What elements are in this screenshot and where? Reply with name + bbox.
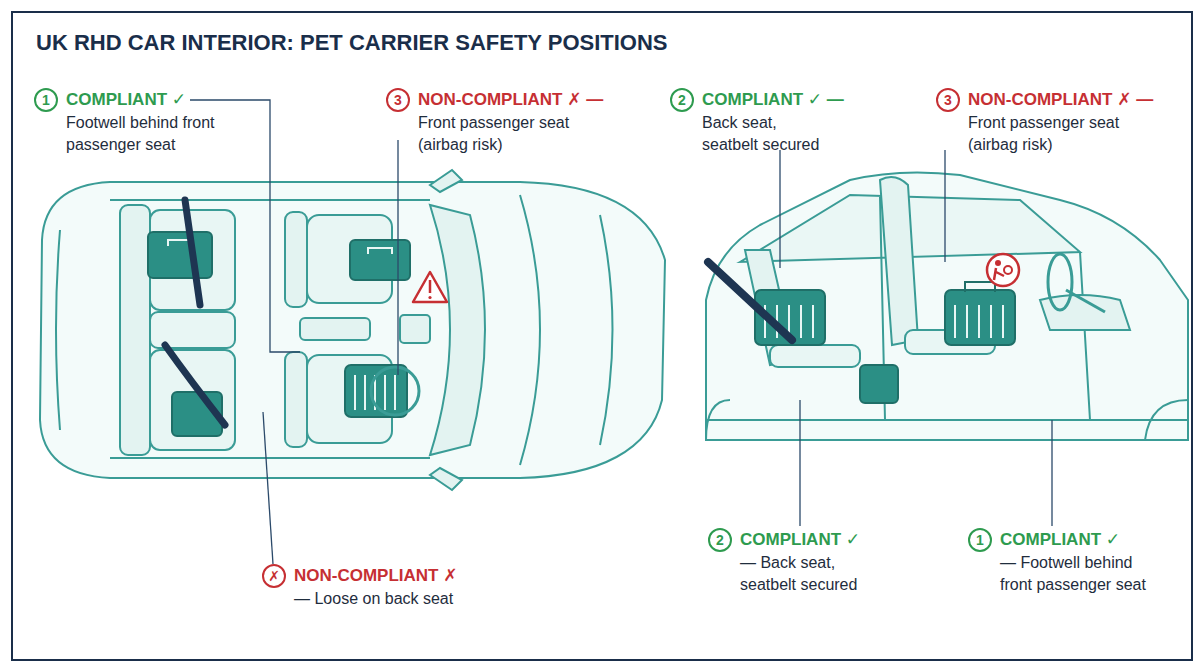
top-view-car [40,170,665,490]
callout: 2 COMPLIANT ✓— Back seat, seatbelt secure… [708,528,908,596]
callout-text: Back seat, seatbelt secured [702,112,827,156]
side-view-car [706,172,1188,440]
callout-text: Front passenger seat (airbag risk) [968,112,1143,156]
steering-column [1066,290,1105,312]
callout-number: 1 [968,528,992,552]
callout-text: — Footwell behind front passenger seat [1000,552,1155,596]
frame [12,12,1192,660]
callout-number: ✗ [262,564,286,588]
callout-heading: COMPLIANT ✓ — [702,88,910,112]
callout: 3 NON-COMPLIANT ✗ —Front passenger seat (… [936,88,1186,156]
callout-heading: COMPLIANT ✓ [740,528,908,552]
callout-text: — Loose on back seat [294,588,504,610]
callout-number: 2 [708,528,732,552]
callout-heading: COMPLIANT ✓ [1000,528,1183,552]
callout-text: — Back seat, seatbelt secured [740,552,865,596]
callout: ✗ NON-COMPLIANT ✗— Loose on back seat [262,564,522,610]
leader-line [190,100,1052,564]
pet-carrier [148,232,410,436]
callout-heading: NON-COMPLIANT ✗ — [968,88,1186,112]
callout-text: Front passenger seat (airbag risk) [418,112,593,156]
callout: 3 NON-COMPLIANT ✗ —Front passenger seat (… [386,88,636,156]
callout-heading: COMPLIANT ✓ [66,88,284,112]
steering-wheel [1048,254,1072,310]
callout-heading: NON-COMPLIANT ✗ [294,564,522,588]
callout-number: 2 [670,88,694,112]
callout-text: Footwell behind front passenger seat [66,112,226,156]
diagram-title: UK RHD CAR INTERIOR: PET CARRIER SAFETY … [36,30,668,56]
airbag-symbol [987,254,1019,286]
steering-wheel [371,367,419,415]
callout-heading: NON-COMPLIANT ✗ — [418,88,636,112]
seatbelt [165,200,225,425]
warning-symbol [413,272,447,302]
callout: 1 COMPLIANT ✓Footwell behind front passen… [34,88,284,156]
callout: 1 COMPLIANT ✓— Footwell behind front pass… [968,528,1183,596]
callout-number: 3 [386,88,410,112]
seatbelt [708,262,792,340]
callout-number: 3 [936,88,960,112]
callout-number: 1 [34,88,58,112]
callout: 2 COMPLIANT ✓ —Back seat, seatbelt secure… [670,88,910,156]
